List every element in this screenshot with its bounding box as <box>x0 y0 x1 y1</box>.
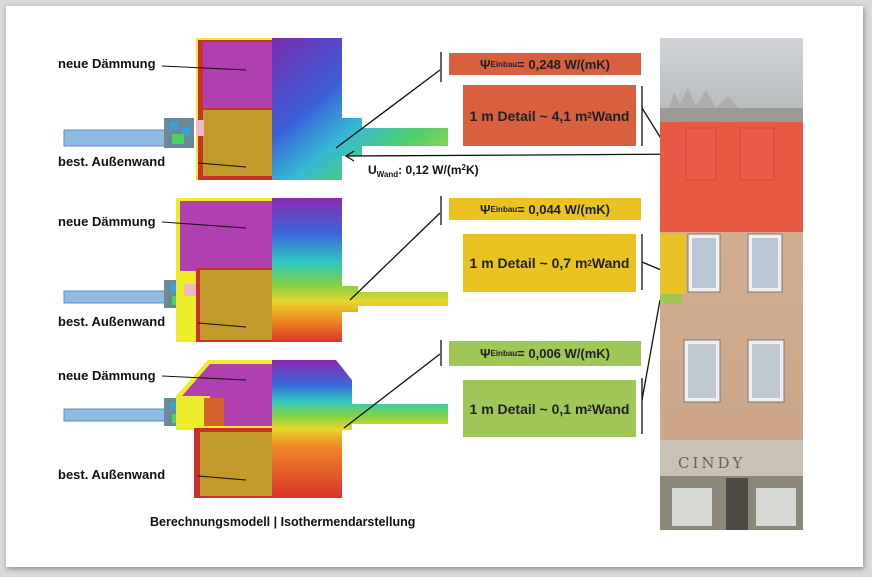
isotherm-field-2 <box>272 198 448 342</box>
heatloss-overlay-red <box>660 122 803 232</box>
psi-value: = 0,248 W/(mK) <box>517 56 611 72</box>
heatloss-overlay-green <box>660 294 682 304</box>
u-wand-value: : 0,12 W/(m <box>398 163 462 177</box>
psi-sub: Einbau <box>490 204 518 214</box>
figure-caption: Berechnungsmodell | Isothermendarstellun… <box>150 515 416 529</box>
detail-suffix: Wand <box>591 107 630 124</box>
detail-model-2 <box>63 198 448 342</box>
psi-symbol: Ψ <box>479 346 491 361</box>
label-existing-wall-1: best. Außenwand <box>58 154 166 169</box>
detail-text: 1 m Detail ~ 0,1 m <box>469 400 588 417</box>
u-wand-symbol: U <box>368 163 377 177</box>
detail-sup: 2 <box>587 404 592 413</box>
detail-model-3 <box>63 360 448 498</box>
psi-symbol: Ψ <box>479 56 491 72</box>
psi-sub: Einbau <box>490 59 518 69</box>
isotherm-field-1 <box>272 38 448 180</box>
detail-suffix: Wand <box>591 400 630 417</box>
building-photo <box>660 38 803 530</box>
heatloss-overlay-yellow <box>660 234 686 294</box>
detail-text: 1 m Detail ~ 0,7 m <box>469 255 588 271</box>
detail-sup: 2 <box>587 258 592 268</box>
isotherm-field-3 <box>272 360 448 498</box>
label-existing-wall-3: best. Außenwand <box>58 467 166 482</box>
u-wand-unit: K) <box>465 163 479 177</box>
detail-model-1 <box>63 38 448 180</box>
label-existing-wall-2: best. Außenwand <box>58 314 166 329</box>
u-wand-label: UWand: 0,12 W/(m2K) <box>368 163 479 179</box>
u-wand-sup: 2 <box>461 163 466 172</box>
detail-sup: 2 <box>587 111 592 120</box>
psi-value: = 0,044 W/(mK) <box>517 201 611 217</box>
label-insulation-3: neue Dämmung <box>58 368 156 383</box>
label-insulation-1: neue Dämmung <box>58 56 156 71</box>
psi-symbol: Ψ <box>479 201 491 217</box>
label-insulation-2: neue Dämmung <box>58 214 156 229</box>
psi-sub: Einbau <box>490 349 518 358</box>
shop-sign: CINDY <box>678 454 746 472</box>
psi-value: = 0,006 W/(mK) <box>517 346 611 361</box>
u-wand-sub: Wand <box>376 170 399 179</box>
detail-suffix: Wand <box>591 255 630 271</box>
detail-text: 1 m Detail ~ 4,1 m <box>469 107 588 124</box>
